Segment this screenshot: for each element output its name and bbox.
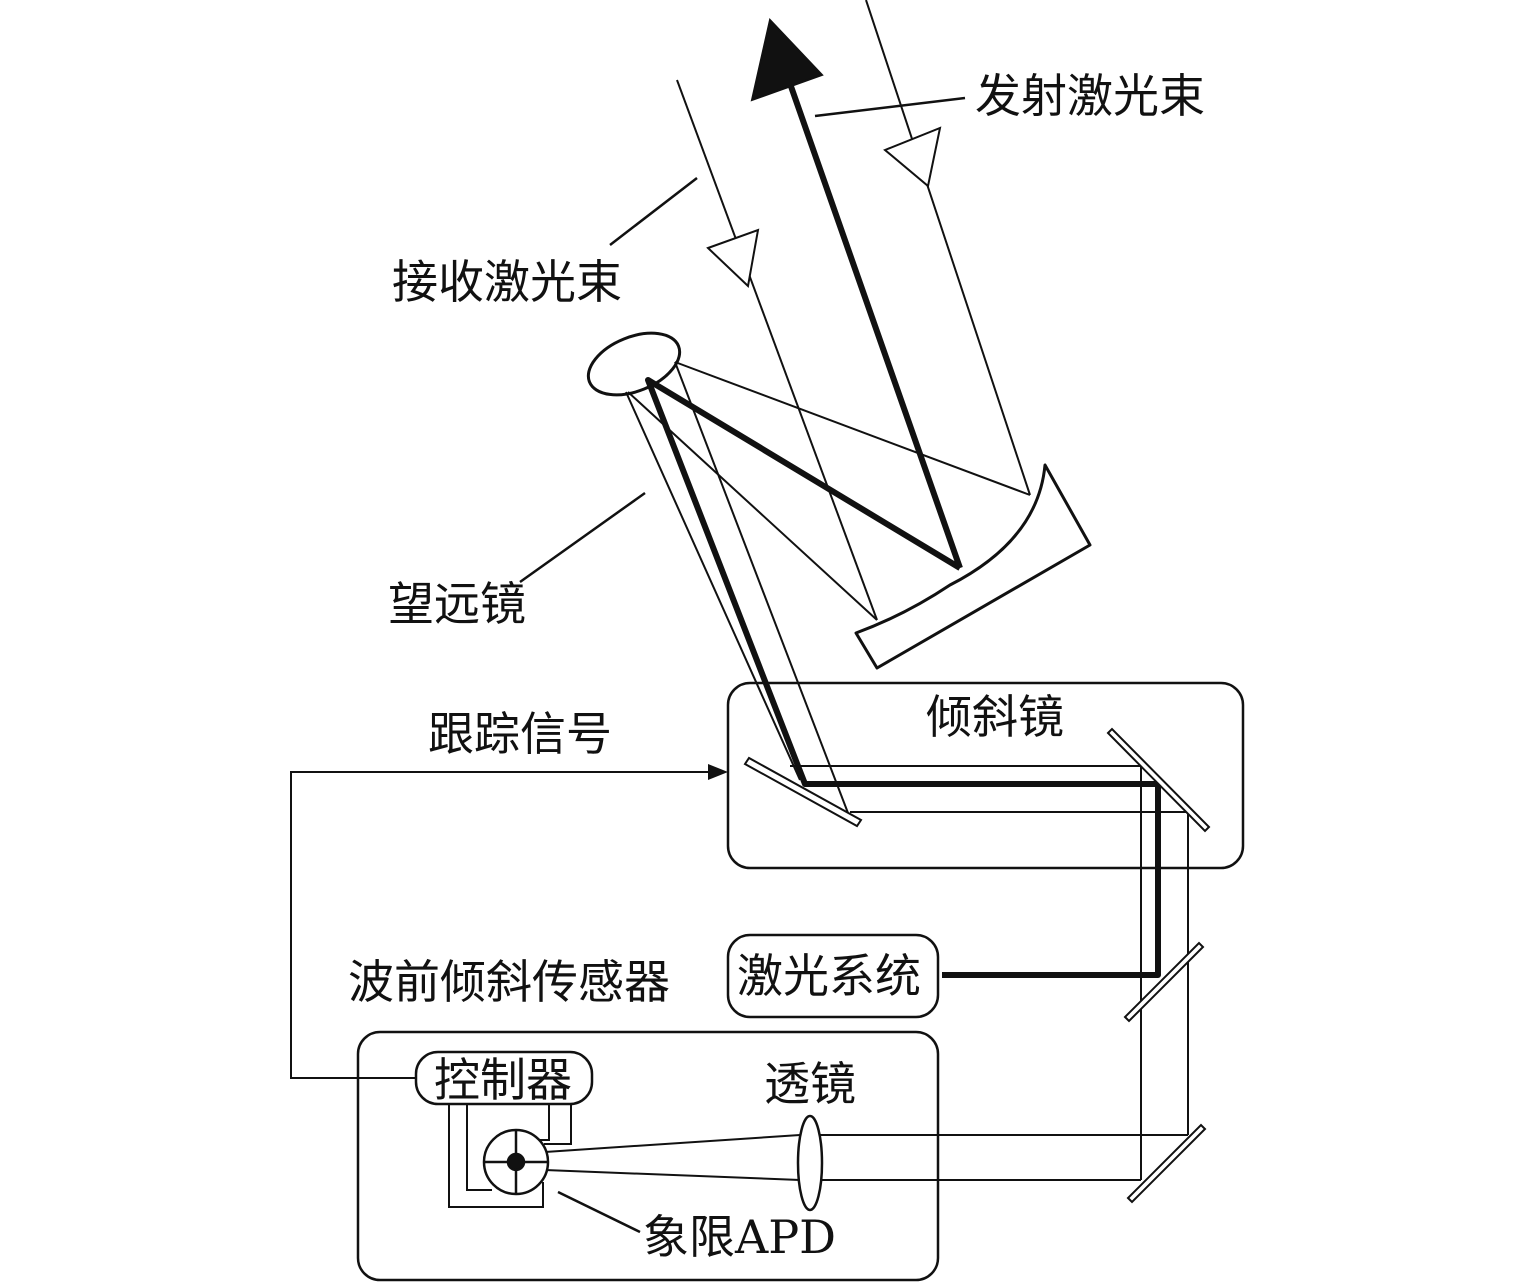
leader-lines [519, 96, 966, 1234]
controller-label: 控制器 [434, 1053, 572, 1107]
tracking-signal-line [290, 771, 712, 1079]
telescope-label: 望远镜 [388, 577, 526, 631]
wavefront-sensor-box [356, 1030, 940, 1282]
secondary-mirror [586, 331, 682, 397]
quadrant-apd [482, 1128, 550, 1196]
receive-beam-label: 接收激光束 [392, 255, 622, 309]
fold-mirror-1 [1106, 727, 1211, 833]
lens-label: 透镜 [764, 1057, 856, 1111]
up-arrow-icon [750, 17, 824, 102]
received-beam-lines [625, 0, 1031, 814]
tilt-mirror-box [726, 681, 1245, 870]
tilt-mirror-label: 倾斜镜 [926, 690, 1064, 744]
optical-path-lines [544, 765, 1189, 1181]
beam-direction-markers [706, 126, 942, 289]
telescope-group [586, 331, 1092, 670]
tracking-signal-label: 跟踪信号 [428, 707, 612, 761]
tilt-mirror-element [743, 756, 863, 828]
down-arrow-icon [706, 228, 760, 289]
emit-beam-label: 发射激光束 [975, 69, 1205, 123]
fold-mirror-2 [1123, 941, 1205, 1023]
primary-mirror [854, 463, 1092, 670]
laser-system-box [726, 933, 940, 1019]
wavefront-sensor-label: 波前倾斜传感器 [348, 955, 670, 1009]
lens [796, 1114, 824, 1212]
right-arrow-icon [708, 764, 728, 780]
controller-box [414, 1050, 594, 1106]
fold-mirror-3 [1126, 1123, 1207, 1204]
fold-mirrors [1106, 727, 1211, 1204]
down-arrow-icon [883, 126, 942, 188]
quadrant-apd-label: 象限APD [643, 1210, 836, 1264]
laser-system-label: 激光系统 [737, 949, 921, 1003]
emitted-beam [645, 74, 1161, 978]
